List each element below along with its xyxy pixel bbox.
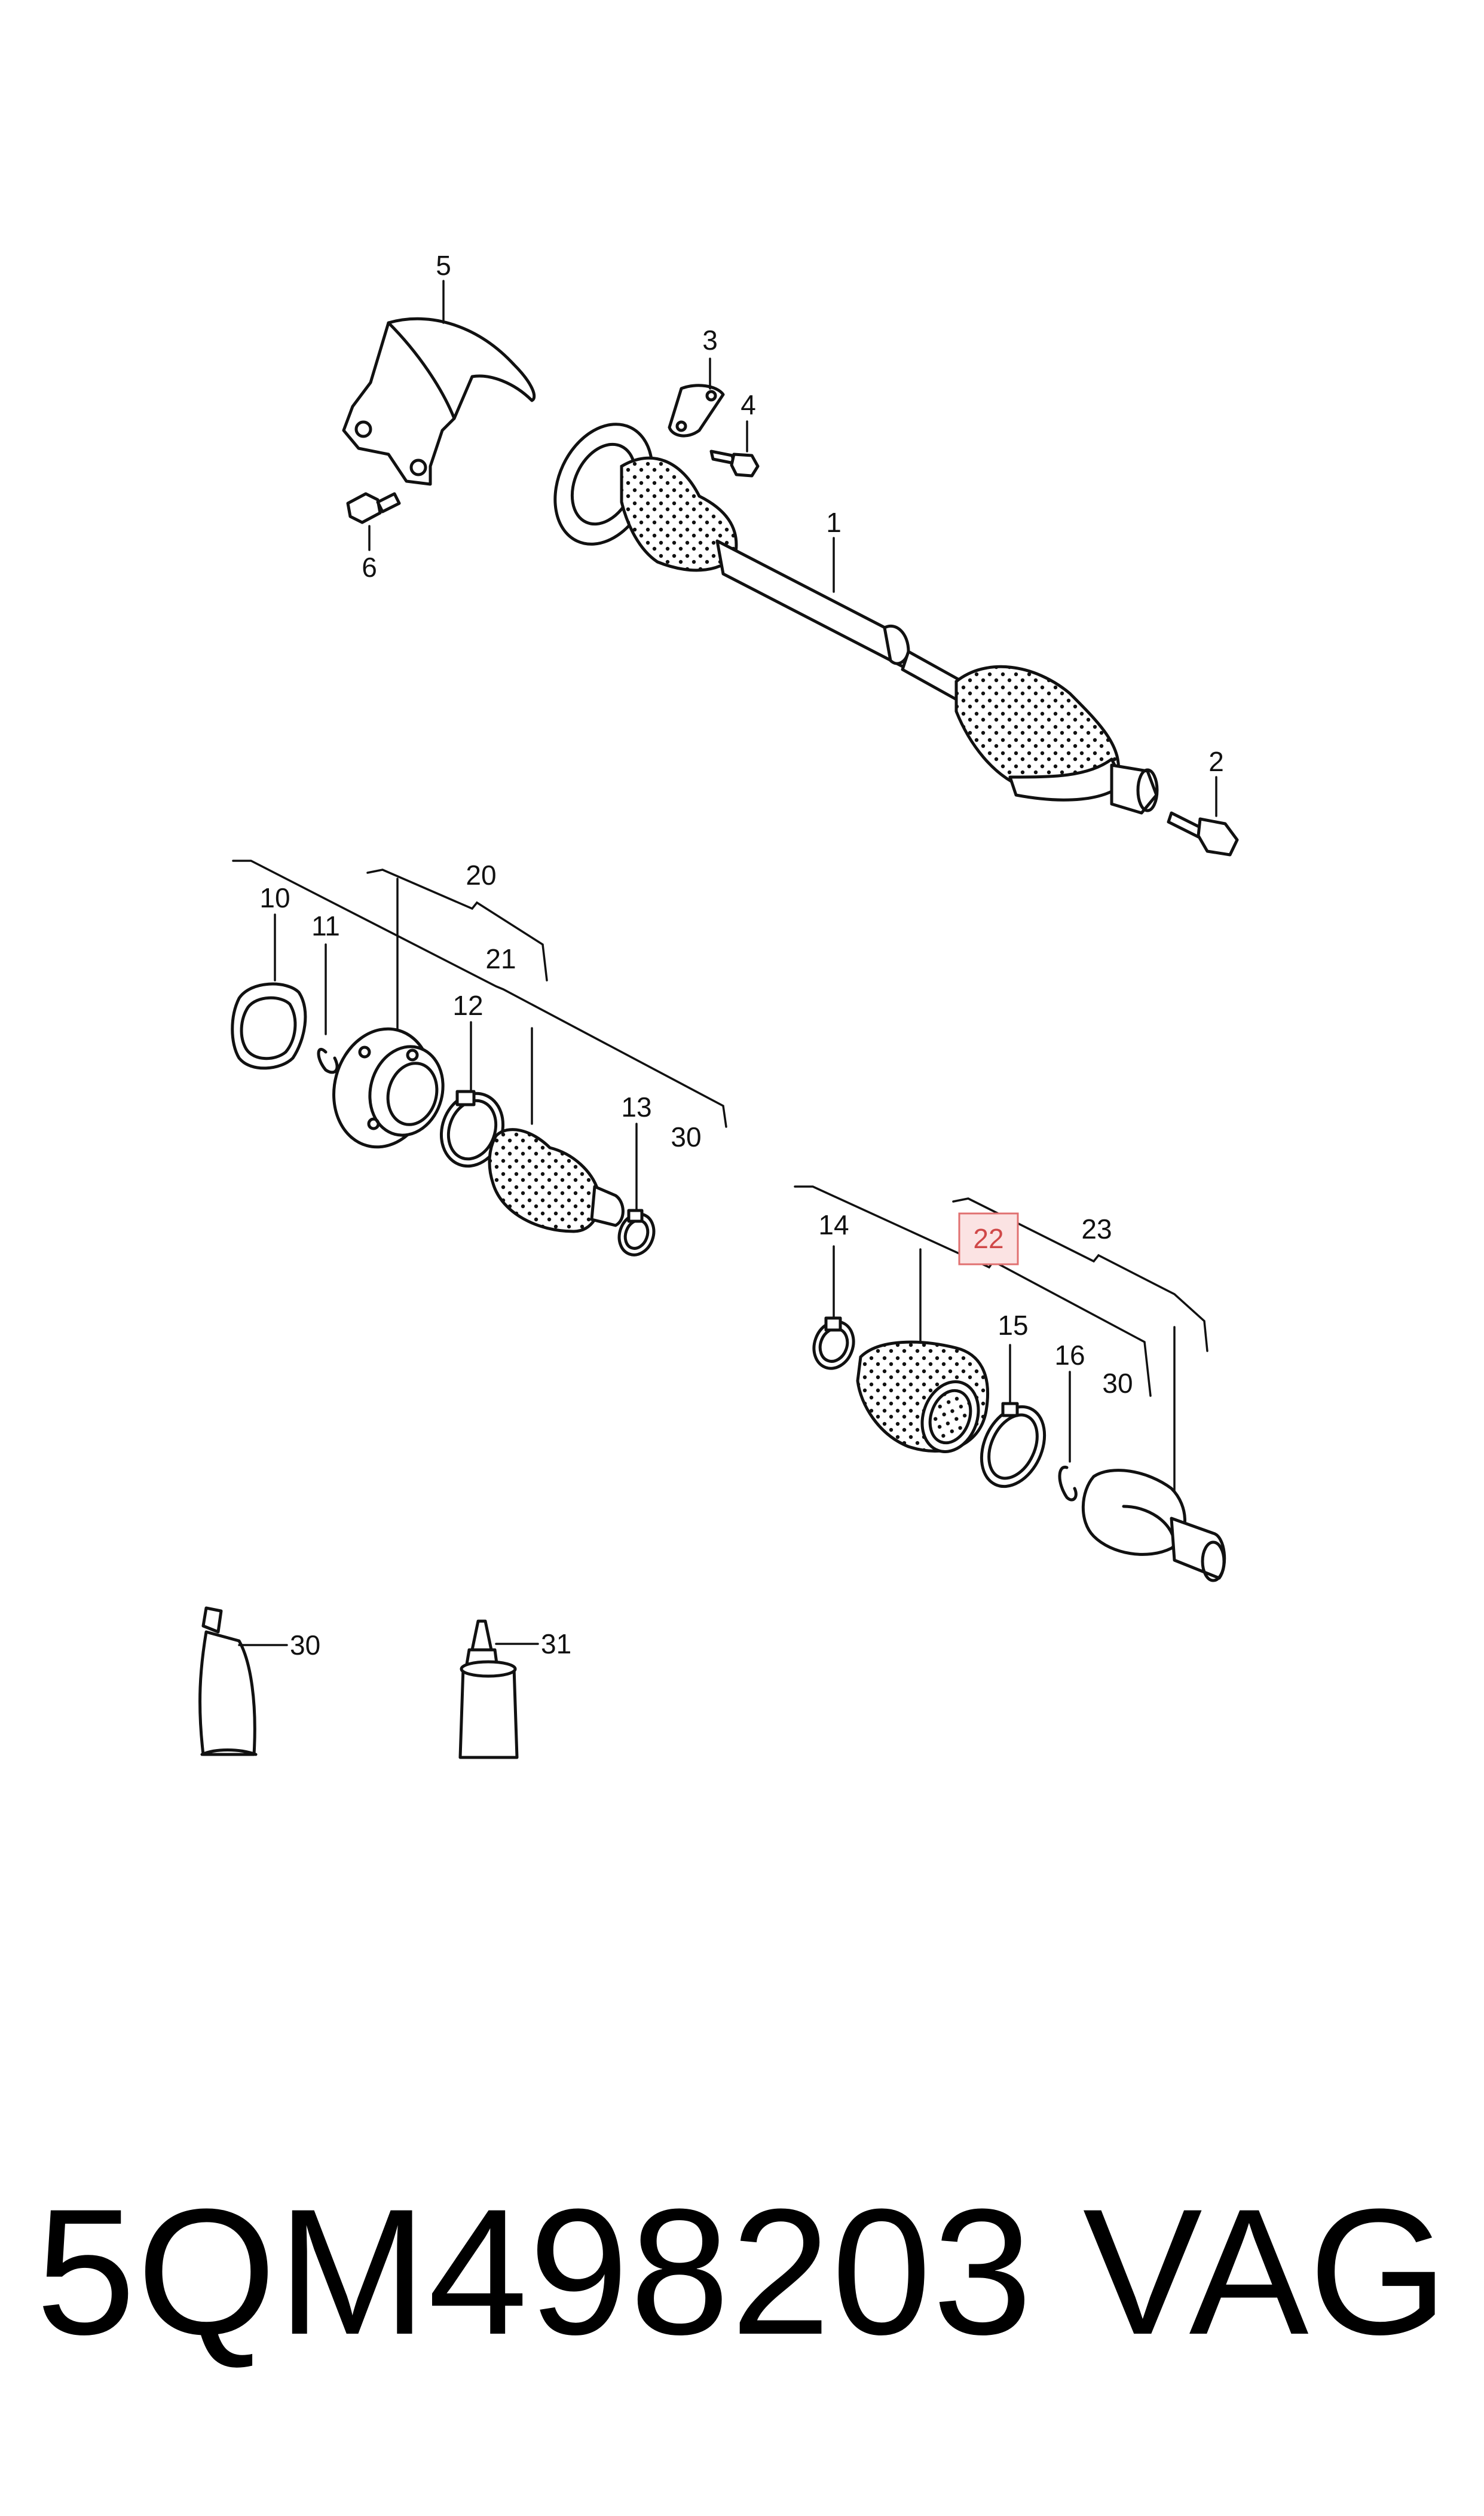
brand-name: VAG <box>1082 2171 1448 2372</box>
sealant-bottle-part <box>458 1619 519 1759</box>
callout-14: 14 <box>818 1209 849 1240</box>
callout-22: 22 <box>973 1223 1003 1254</box>
clamp-15-part <box>980 1402 1047 1488</box>
callout-11: 11 <box>311 910 340 941</box>
grease-tube-part <box>198 1606 258 1756</box>
callout-23: 23 <box>1081 1213 1112 1245</box>
callout-2: 2 <box>1208 746 1224 777</box>
bolt-6-part <box>346 492 401 524</box>
outer-boot-part <box>856 1340 990 1453</box>
bolt-2-part <box>1167 811 1239 857</box>
highlight-box-22 <box>958 1212 1019 1265</box>
callout-13: 13 <box>621 1092 651 1123</box>
circlip-16-part <box>1058 1466 1078 1502</box>
callout-10: 10 <box>259 882 290 913</box>
callout-3: 3 <box>702 325 718 356</box>
circlip-11-part <box>317 1047 339 1074</box>
kit-bracket-21 <box>232 860 727 1128</box>
callout-30-kit-inner: 30 <box>671 1121 701 1152</box>
callout-30-grease: 30 <box>290 1630 320 1661</box>
outer-joint-part <box>1081 1469 1226 1582</box>
part-number: 5QM498203 <box>36 2171 1034 2372</box>
inner-joint-part <box>332 1027 445 1149</box>
callout-5: 5 <box>436 250 451 281</box>
callout-21: 21 <box>485 943 516 974</box>
gasket-part <box>231 982 307 1070</box>
callout-6: 6 <box>362 552 377 583</box>
locking-plate-part <box>668 384 725 438</box>
callout-20: 20 <box>466 860 496 891</box>
callout-15: 15 <box>998 1310 1028 1341</box>
callout-4: 4 <box>741 389 756 420</box>
kit-bracket-23 <box>952 1197 1208 1352</box>
bolt-4-part <box>709 450 760 478</box>
clamp-13-part <box>617 1209 656 1257</box>
inner-boot-part <box>488 1128 625 1233</box>
callout-1: 1 <box>826 507 842 538</box>
drive-shaft-part <box>553 423 1159 815</box>
callout-12: 12 <box>452 990 483 1021</box>
kit-bracket-20 <box>366 869 548 982</box>
callout-30-kit-outer: 30 <box>1102 1368 1133 1399</box>
callout-16: 16 <box>1054 1340 1085 1371</box>
clamp-14-part <box>812 1316 855 1370</box>
heat-shield-part <box>342 317 536 486</box>
callout-31: 31 <box>541 1628 571 1659</box>
